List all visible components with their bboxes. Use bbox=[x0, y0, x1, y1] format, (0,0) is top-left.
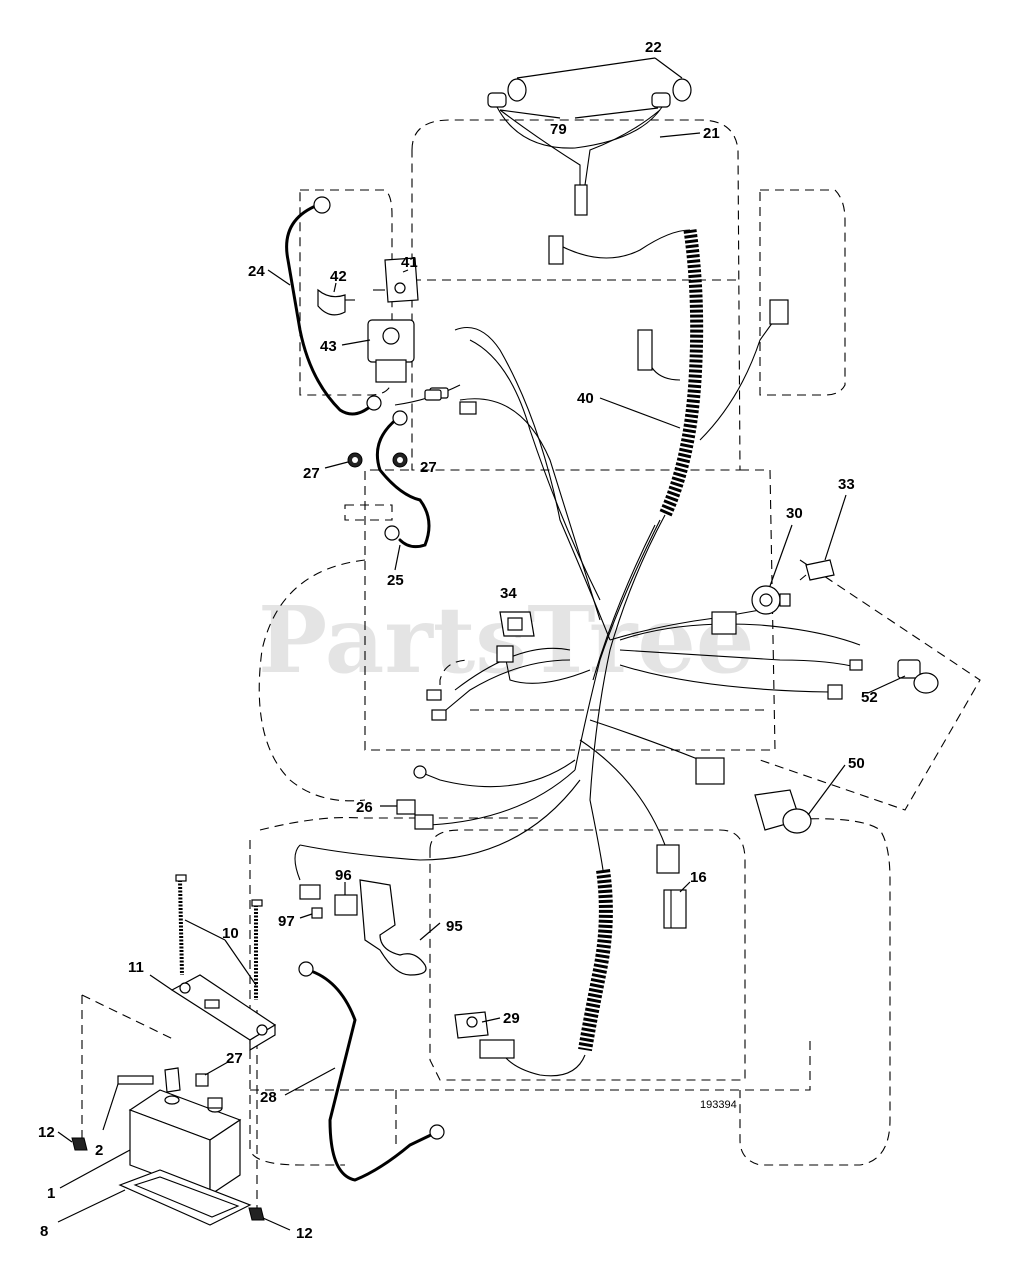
battery-bracket-11 bbox=[170, 974, 277, 1052]
bulb-52 bbox=[849, 659, 939, 694]
battery-tray-8 bbox=[118, 1169, 252, 1226]
callout-28: 28 bbox=[260, 1089, 277, 1106]
callout-21: 21 bbox=[703, 125, 720, 142]
callout-96: 96 bbox=[335, 867, 352, 884]
leader-42 bbox=[333, 282, 337, 293]
leader-11 bbox=[149, 974, 173, 991]
switch-34 bbox=[499, 611, 535, 637]
cable-terminal bbox=[313, 196, 331, 214]
callout-29: 29 bbox=[503, 1010, 520, 1027]
leader-22a bbox=[516, 57, 656, 79]
callout-40: 40 bbox=[577, 390, 594, 407]
callout-1: 1 bbox=[47, 1185, 55, 1202]
leader-10a bbox=[184, 919, 226, 941]
cable-terminal bbox=[298, 961, 314, 977]
callout-33: 33 bbox=[838, 476, 855, 493]
leader-50 bbox=[807, 764, 846, 816]
leader-30 bbox=[769, 524, 793, 587]
callout-27-right: 27 bbox=[420, 459, 437, 476]
leader-41 bbox=[402, 269, 409, 273]
ground-cable-24 bbox=[285, 203, 374, 416]
callout-26: 26 bbox=[356, 799, 373, 816]
battery-cable-25 bbox=[375, 416, 431, 549]
nut-27 bbox=[347, 452, 408, 468]
hold-down-bolts-10 bbox=[175, 874, 263, 1000]
watermark: PartsTree bbox=[258, 586, 754, 694]
leader-1 bbox=[59, 1149, 131, 1189]
callout-34: 34 bbox=[500, 585, 517, 602]
callout-43: 43 bbox=[320, 338, 337, 355]
leader-33 bbox=[824, 494, 847, 561]
callout-10: 10 bbox=[222, 925, 239, 942]
leader-22b bbox=[654, 57, 683, 79]
leader-79b bbox=[574, 107, 659, 119]
callout-27-left: 27 bbox=[303, 465, 320, 482]
leader-29 bbox=[481, 1017, 501, 1023]
callout-95: 95 bbox=[446, 918, 463, 935]
leader-10b bbox=[224, 939, 257, 986]
drawing-number: 193394 bbox=[700, 1099, 737, 1111]
battery-cable-28 bbox=[306, 968, 437, 1182]
callout-79: 79 bbox=[550, 121, 567, 138]
leader-16 bbox=[679, 881, 691, 893]
callout-8: 8 bbox=[40, 1223, 48, 1240]
switch-50 bbox=[754, 789, 812, 834]
headlight-assembly bbox=[487, 78, 692, 216]
leader-8 bbox=[57, 1189, 126, 1223]
callout-12-left: 12 bbox=[38, 1124, 55, 1141]
callout-11: 11 bbox=[128, 959, 144, 976]
leader-52 bbox=[867, 675, 906, 694]
nut-12 bbox=[71, 1137, 265, 1221]
cable-terminal bbox=[392, 410, 408, 426]
leader-24 bbox=[267, 269, 291, 286]
callout-25: 25 bbox=[387, 572, 404, 589]
solenoid-assembly bbox=[317, 257, 442, 401]
leader-12b bbox=[262, 1217, 291, 1231]
callout-41: 41 bbox=[401, 254, 418, 271]
switch-95-96-97 bbox=[294, 844, 427, 976]
cable-terminal bbox=[429, 1124, 445, 1140]
callout-52: 52 bbox=[861, 689, 878, 706]
connector-26 bbox=[396, 799, 416, 815]
leader-12a bbox=[57, 1131, 73, 1143]
callout-42: 42 bbox=[330, 268, 347, 285]
callout-50: 50 bbox=[848, 755, 865, 772]
callout-27-battery: 27 bbox=[226, 1050, 243, 1067]
callout-16: 16 bbox=[690, 869, 707, 886]
leader-27c bbox=[204, 1061, 229, 1076]
cable-terminal bbox=[366, 395, 382, 411]
switch-30-33 bbox=[751, 559, 835, 615]
callout-2: 2 bbox=[95, 1142, 103, 1159]
connector-16 bbox=[663, 889, 687, 929]
switch-29 bbox=[454, 1011, 489, 1039]
callout-12-right: 12 bbox=[296, 1225, 313, 1242]
callout-24: 24 bbox=[248, 263, 265, 280]
leader-43 bbox=[341, 339, 371, 346]
leader-28 bbox=[284, 1067, 336, 1096]
lower-harness-loom bbox=[479, 869, 613, 1077]
main-harness-loom bbox=[299, 229, 861, 874]
tractor-outline bbox=[81, 119, 981, 1210]
callout-22: 22 bbox=[645, 39, 662, 56]
leader-79a bbox=[499, 109, 561, 119]
callout-labels: 22 79 21 24 42 41 43 40 27 27 33 30 25 3… bbox=[38, 39, 878, 1242]
leader-95 bbox=[419, 922, 441, 941]
leader-2 bbox=[102, 1083, 119, 1131]
leader-25 bbox=[394, 544, 401, 571]
leader-40 bbox=[599, 397, 681, 429]
terminal-bolt-2 bbox=[117, 1067, 209, 1093]
leader-27a bbox=[324, 461, 349, 469]
battery-1 bbox=[128, 1089, 242, 1197]
leader-97 bbox=[299, 913, 313, 919]
callout-30: 30 bbox=[786, 505, 803, 522]
cable-terminal bbox=[384, 525, 400, 541]
callout-97: 97 bbox=[278, 913, 295, 930]
leader-21 bbox=[659, 132, 701, 138]
